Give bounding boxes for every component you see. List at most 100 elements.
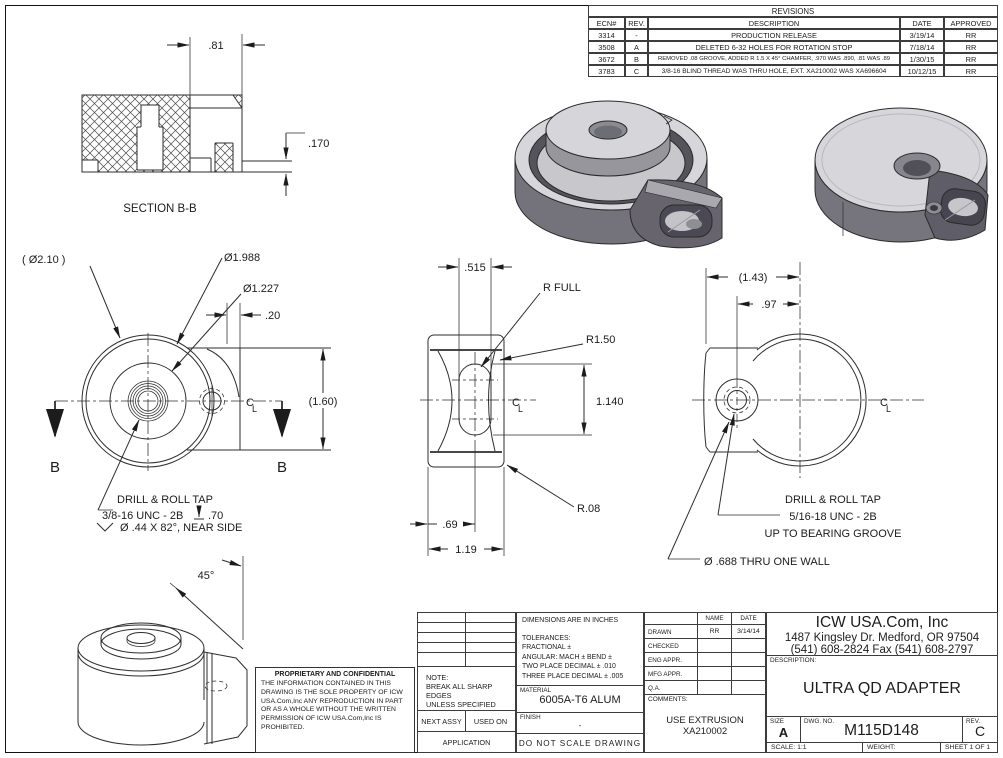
approval-row-date: 3/14/14 (731, 624, 766, 639)
description-value: ULTRA QD ADAPTER (803, 680, 961, 697)
front-tap-note-line2: 3/8-16 UNC - 2B (102, 510, 183, 522)
note-cell: NOTE: BREAK ALL SHARP EDGES UNLESS SPECI… (417, 666, 516, 711)
material-cell: MATERIAL 6005A-T6 ALUM (516, 685, 644, 713)
revisions-title: REVISIONS (588, 5, 998, 17)
revision-row-ecn: 3783 (588, 65, 625, 77)
note-r08: R.08 (577, 503, 600, 515)
front-tap-depth-value: .70 (208, 510, 223, 522)
section-cut-label-right: B (277, 459, 287, 476)
tolerance-line: TOLERANCES: (522, 634, 571, 642)
comments-line1: USE EXTRUSION (666, 715, 744, 726)
comments-line2: XA210002 (682, 726, 728, 737)
dim-section-width: .81 (208, 40, 223, 52)
tolerance-line: ANGULAR: MACH ± BEND ± (522, 653, 612, 661)
revision-row-desc: REMOVED .08 GROOVE, ADDED R 1.5 X 45° CH… (648, 53, 900, 65)
svg-text:L: L (518, 404, 523, 414)
right-tap-note-line2: 5/16-18 UNC - 2B (789, 511, 876, 523)
revisions-header-desc: DESCRIPTION (648, 17, 900, 29)
rev-label: REV. (966, 718, 981, 725)
front-tap-note-line1: DRILL & ROLL TAP (117, 494, 213, 506)
note-line: UNLESS SPECIFIED (426, 700, 496, 709)
description-cell: DESCRIPTION: ULTRA QD ADAPTER (766, 655, 998, 717)
tolerance-line: FRACTIONAL ± (522, 644, 572, 652)
dim-dia-inner: Ø1.227 (243, 283, 279, 295)
revision-row-desc: PRODUCTION RELEASE (648, 29, 900, 41)
proprietary-title: PROPRIETARY AND CONFIDENTIAL (274, 671, 396, 678)
scale-cell: SCALE: 1:1 (766, 742, 863, 753)
revision-row-ecn: 3508 (588, 41, 625, 53)
revision-row-date: 3/19/14 (900, 29, 944, 41)
company-block: ICW USA.Com, Inc 1487 Kingsley Dr. Medfo… (766, 612, 998, 656)
right-side-view: (1.43) .97 DRILL & ROLL TAP 5/16-18 UNC … (667, 262, 924, 568)
empty-cell (417, 652, 466, 667)
svg-text:L: L (886, 404, 891, 414)
rev-cell: REV. C (962, 716, 998, 743)
centerline-symbol: C L (246, 397, 257, 414)
dim-flat-offset: .20 (265, 310, 280, 322)
centerline-symbol: C L (512, 397, 523, 414)
application-cell: APPLICATION (417, 731, 516, 753)
approval-row-label: DRAWN (644, 624, 698, 639)
revision-row-rev: - (625, 29, 648, 41)
tolerance-line: THREE PLACE DECIMAL ± .005 (522, 672, 624, 680)
approval-row-date (731, 638, 766, 653)
depth-symbol-icon (194, 505, 204, 520)
section-view-label: SECTION B-B (123, 203, 197, 215)
revision-row-appr: RR (944, 65, 998, 77)
dim-dia-outer: ( Ø2.10 ) (22, 254, 65, 266)
used-on-cell: USED ON (465, 710, 516, 732)
proprietary-body: THE INFORMATION CONTAINED IN THIS DRAWIN… (261, 680, 403, 731)
dwg-no-value: M115D148 (844, 722, 919, 739)
dim-slot-length: 1.140 (596, 396, 624, 408)
approval-row-name: RR (697, 624, 732, 639)
do-not-scale-cell: DO NOT SCALE DRAWING (516, 733, 644, 753)
note-line: EDGES (426, 691, 452, 700)
dim-overall-width: (1.43) (739, 272, 768, 284)
revision-row-desc: 3/8-16 BLIND THREAD WAS THRU HOLE, EXT. … (648, 65, 900, 77)
centerline-symbol: C L (880, 397, 891, 414)
countersink-symbol-icon (96, 522, 114, 532)
approval-row-name (697, 652, 732, 667)
approval-row-date (731, 652, 766, 667)
section-cut-label-left: B (50, 459, 60, 476)
approval-row-label: Q.A. (644, 680, 698, 695)
tolerances-cell: DIMENSIONS ARE IN INCHES TOLERANCES: FRA… (516, 612, 644, 686)
approval-row-name (697, 666, 732, 681)
revision-row-appr: RR (944, 53, 998, 65)
weight-cell: WEIGHT: (862, 742, 941, 753)
section-bb-view: .81 .170 SECTION B-B (81, 34, 329, 215)
approval-row-label: CHECKED (644, 638, 698, 653)
finish-label: FINISH (520, 714, 541, 721)
revision-row-appr: RR (944, 41, 998, 53)
dim-hole-offset-right: .97 (761, 299, 776, 311)
revisions-header-ecn: ECN# (588, 17, 625, 29)
svg-text:C: C (512, 397, 520, 409)
rev-value: C (974, 723, 986, 739)
revision-row-ecn: 3672 (588, 53, 625, 65)
revision-row-ecn: 3314 (588, 29, 625, 41)
approval-row-date (731, 680, 766, 695)
size-cell: SIZE A (766, 716, 801, 743)
description-label: DESCRIPTION: (770, 657, 817, 664)
shaded-iso-view-bottom (814, 107, 989, 243)
revision-row-desc: DELETED 6-32 HOLES FOR ROTATION STOP (648, 41, 900, 53)
dim-hole-offset: .69 (442, 519, 457, 531)
svg-text:C: C (880, 397, 888, 409)
sheet-cell: SHEET 1 OF 1 (940, 742, 998, 753)
dim-chamfer-angle: 45° (198, 570, 215, 582)
comments-cell: COMMENTS: USE EXTRUSION XA210002 (644, 694, 766, 753)
iso-line-view: 45° (77, 556, 248, 746)
revision-row-date: 1/30/15 (900, 53, 944, 65)
dwg-no-label: DWG. NO. (804, 718, 835, 725)
thru-hole-note: Ø .688 THRU ONE WALL (704, 556, 830, 568)
revision-row-date: 10/12/15 (900, 65, 944, 77)
proprietary-notice: PROPRIETARY AND CONFIDENTIAL THE INFORMA… (255, 667, 415, 753)
material-value: 6005A-T6 ALUM (539, 694, 621, 706)
company-phone: (541) 608-2824 Fax (541) 608-2797 (790, 644, 974, 656)
svg-text:C: C (246, 397, 254, 409)
right-tap-note-line1: DRILL & ROLL TAP (785, 494, 881, 506)
approval-row-label: ENG APPR. (644, 652, 698, 667)
material-label: MATERIAL (520, 687, 552, 694)
revisions-header-date: DATE (900, 17, 944, 29)
